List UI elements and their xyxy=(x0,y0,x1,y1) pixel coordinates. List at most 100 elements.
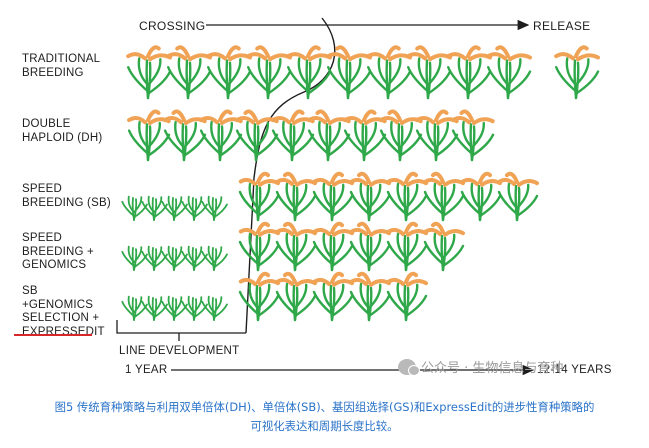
watermark-text: 公众号 · 生物信息与育种 xyxy=(421,361,564,376)
grain-head xyxy=(472,117,495,126)
plant-leaf xyxy=(147,295,155,314)
plant-icon xyxy=(201,295,228,321)
plant-leaf xyxy=(163,129,186,155)
plant-leaf xyxy=(555,66,578,93)
wechat-icon xyxy=(398,358,420,376)
plant-icon xyxy=(406,45,452,100)
plant-leaf xyxy=(133,203,148,219)
plant-leaf xyxy=(173,253,188,269)
plant-leaf xyxy=(181,200,195,217)
plant-icon xyxy=(554,45,600,100)
plant-leaf xyxy=(404,294,428,318)
plant-leaf xyxy=(207,66,230,93)
plant-icon xyxy=(201,195,228,221)
plant-leaf xyxy=(248,232,260,260)
plant-icon xyxy=(235,109,279,162)
plant-leaf xyxy=(138,121,150,149)
plant-icon xyxy=(349,221,391,272)
plant-leaf xyxy=(266,70,292,95)
plant-leaf xyxy=(386,240,408,266)
plant-leaf xyxy=(396,232,408,260)
plant-leaf xyxy=(207,295,215,314)
grain-head xyxy=(379,116,399,125)
plant-leaf xyxy=(441,194,465,218)
plant-leaf xyxy=(441,183,456,210)
grain-head xyxy=(255,45,270,59)
plant-icon xyxy=(246,45,292,100)
plant-leaf xyxy=(293,183,308,210)
plant-leaf xyxy=(127,295,135,314)
plant-icon xyxy=(271,109,315,162)
plant-leaf xyxy=(161,200,175,217)
grain-head xyxy=(330,221,344,234)
plant-leaf xyxy=(451,129,474,155)
plant-leaf xyxy=(133,296,143,314)
plant-icon xyxy=(379,109,423,162)
plant-leaf xyxy=(447,66,470,93)
plant-leaf xyxy=(343,129,366,155)
grain-head xyxy=(286,52,307,61)
caption-line-2: 可视化表达和周期长度比较。 xyxy=(250,419,399,433)
plant-leaf xyxy=(426,121,438,149)
grain-head xyxy=(404,271,418,284)
plant-icon xyxy=(163,109,207,162)
plant-icon xyxy=(312,221,354,272)
plant-leaf xyxy=(186,58,202,86)
plant-leaf xyxy=(386,290,408,316)
plant-leaf xyxy=(326,121,341,149)
plant-icon xyxy=(275,271,317,322)
plant-leaf xyxy=(207,245,215,264)
grain-head xyxy=(330,171,344,184)
plant-leaf xyxy=(226,58,242,86)
plant-leaf xyxy=(213,246,223,264)
plant-leaf xyxy=(307,129,330,155)
plant-leaf xyxy=(193,203,208,219)
plant-leaf xyxy=(187,195,195,214)
plant-leaf xyxy=(441,233,456,260)
plant-leaf xyxy=(153,296,163,314)
plant-leaf xyxy=(287,66,310,93)
plant-icon xyxy=(166,45,212,100)
plant-leaf xyxy=(470,133,495,157)
plant-leaf xyxy=(390,121,402,149)
plant-leaf xyxy=(407,66,430,93)
plant-leaf xyxy=(167,66,190,93)
plant-icon xyxy=(307,109,351,162)
plant-icon xyxy=(141,295,168,321)
plant-leaf xyxy=(367,283,382,310)
plant-leaf xyxy=(404,233,419,260)
plant-leaf xyxy=(346,70,372,95)
grain-head xyxy=(431,221,445,234)
plant-leaf xyxy=(121,300,135,317)
plant-leaf xyxy=(470,182,482,210)
watermark: 公众号 · 生物信息与育种 xyxy=(398,357,563,376)
plant-leaf xyxy=(306,70,332,95)
plant-leaf xyxy=(354,121,366,149)
plant-leaf xyxy=(293,233,308,260)
grain-head xyxy=(243,109,258,123)
plant-icon xyxy=(312,271,354,322)
grain-head xyxy=(357,271,371,284)
plant-leaf xyxy=(396,182,408,210)
line-development-divider xyxy=(245,17,336,334)
plant-leaf xyxy=(182,121,197,149)
plant-leaf xyxy=(213,196,223,214)
plant-leaf xyxy=(127,245,135,264)
plant-leaf xyxy=(330,283,345,310)
plant-leaf xyxy=(193,303,208,319)
grain-head xyxy=(312,277,331,286)
plant-leaf xyxy=(133,246,143,264)
grain-head xyxy=(283,271,297,284)
plant-leaf xyxy=(507,182,519,210)
grain-head xyxy=(330,271,344,284)
grain-head xyxy=(307,116,327,125)
grain-head xyxy=(386,277,405,286)
grain-head xyxy=(576,53,600,62)
plant-leaf xyxy=(426,58,442,86)
plant-leaf xyxy=(433,182,445,210)
plant-leaf xyxy=(217,57,230,86)
plant-leaf xyxy=(161,300,175,317)
plant-leaf xyxy=(213,253,228,269)
plant-leaf xyxy=(226,70,252,95)
grain-head xyxy=(218,109,233,123)
